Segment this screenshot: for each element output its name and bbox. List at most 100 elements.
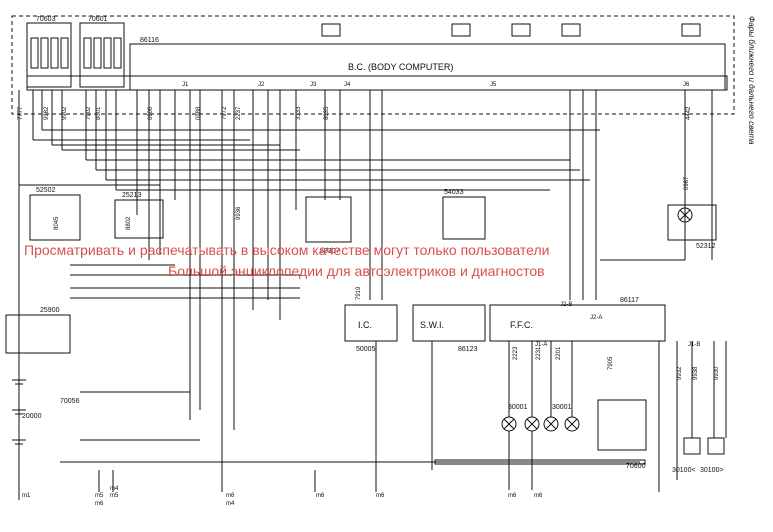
wire-code-16: 7919: [356, 286, 362, 300]
body-computer-code: 86116: [140, 37, 159, 44]
wire-code-12: 0987: [684, 176, 690, 190]
wire-code-11: 4442: [686, 106, 692, 120]
beam-icon-box-2: [451, 23, 471, 37]
wire-code-21: 9932: [677, 366, 683, 380]
horizontal-wires: [19, 129, 685, 463]
ground-7: m6: [316, 493, 325, 499]
fuse-box-70603-label: 70603: [36, 16, 56, 23]
ground-9: m6: [508, 493, 517, 499]
wire-code-1: 9982: [44, 106, 50, 120]
ground-bar: [434, 459, 646, 465]
ground-2: m6: [95, 501, 104, 507]
motor-symbols: [676, 341, 727, 480]
wire-code-5: 8001: [96, 106, 102, 120]
ffc-code: 86117: [620, 297, 639, 304]
dashed-frame: [11, 15, 735, 115]
fuse-70600-box: [597, 399, 647, 451]
wire-code-10: 9936: [236, 206, 242, 220]
lamps-30001-label-1: 30001: [508, 404, 528, 411]
ic-code: 50005: [356, 346, 376, 353]
wire-code-15: 8802: [126, 216, 132, 230]
lamp-symbols: [501, 207, 693, 490]
wire-code-14: 0988: [196, 106, 202, 120]
swi-label: S.W.I.: [420, 320, 444, 330]
component-boxes: [5, 194, 717, 465]
fuse-block-70601: [79, 22, 125, 88]
wire-code-9: 8035: [324, 106, 330, 120]
connector-strip: [26, 75, 728, 91]
wire-code-23: 9930: [714, 366, 720, 380]
wire-code-labels: 7777 9982 8045 9902 7902 8001 7972 2237 3333 8035…: [18, 106, 720, 380]
relay-52502-box: [29, 194, 81, 241]
lamps-30001-label-2: 30001: [552, 404, 572, 411]
wire-code-17: 7905: [608, 356, 614, 370]
side-caption: Фары ближнего и дальнего света: [747, 16, 756, 145]
ic-label: I.C.: [358, 320, 372, 330]
body-computer-box: [129, 43, 726, 91]
beam-icon-box-4: [561, 23, 581, 37]
ground-4: m5: [110, 493, 119, 499]
wire-code-20: 2201: [556, 346, 562, 360]
switch-54033-box: [442, 196, 486, 240]
connector-9: J2-B: [560, 302, 572, 308]
ic-box: [344, 304, 398, 342]
connector-8: J2-A: [590, 315, 602, 321]
wire-code-0: 7777: [18, 106, 24, 120]
switch-52312-box: [667, 204, 717, 241]
wire-code-8: 3333: [296, 106, 302, 120]
ffc-box: [489, 304, 666, 342]
beam-icon-box-5: [681, 23, 701, 37]
connector-6: J1-A: [535, 342, 547, 348]
connector-3: J4: [344, 82, 351, 88]
wire-code-2: 8045: [54, 216, 60, 230]
ground-ticks: [18, 341, 660, 500]
watermark-line-1: Просматривать и распечатывать в высоком …: [24, 242, 549, 258]
watermark-line-2: Большой энциклопедии для автоэлектриков …: [168, 263, 545, 279]
relay-25213-box: [114, 199, 164, 239]
wire-code-4: 7902: [86, 106, 92, 120]
swi-code: 86123: [458, 346, 478, 353]
lamp-switch-label: 25900: [40, 307, 60, 314]
body-computer-label: B.C. (BODY COMPUTER): [348, 62, 453, 72]
connector-2: J3: [310, 82, 317, 88]
connector-0: J1: [182, 82, 189, 88]
motor-label-left: 30100<: [672, 467, 696, 474]
ground-5: m6: [226, 493, 235, 499]
wire-code-13: 0900: [148, 106, 154, 120]
wire-code-19: 2231: [536, 346, 542, 360]
connector-7: J1-B: [688, 342, 700, 348]
motor-label-right: 30100>: [700, 467, 724, 474]
connector-1: J2: [258, 82, 265, 88]
fuse-70600-label: 70600: [626, 463, 646, 470]
connector-5: J6: [683, 82, 690, 88]
ground-0: m1: [22, 493, 31, 499]
wire-code-22: 9938: [693, 366, 699, 380]
wire-code-7: 2237: [236, 106, 242, 120]
fuse-symbols: [30, 37, 122, 69]
switch-52312-label: 52312: [696, 243, 716, 250]
battery-label: 20000: [22, 413, 42, 420]
fuse-block-70603: [26, 22, 72, 88]
relay-52307-label: 52307: [320, 248, 340, 255]
beam-icon-box-1: [321, 23, 341, 37]
connector-4: J5: [490, 82, 497, 88]
wire-code-6: 7972: [222, 106, 228, 120]
ground-3: m4: [110, 486, 119, 492]
beam-icon-box-3: [511, 23, 531, 37]
fuse-box-70601-label: 70601: [88, 16, 108, 23]
relay-52502-label: 52502: [36, 187, 56, 194]
wire-code-18: 2223: [513, 346, 519, 360]
ground-6: m4: [226, 501, 235, 507]
wire-code-3: 9902: [62, 106, 68, 120]
swi-box: [412, 304, 486, 342]
ground-10: m6: [534, 493, 543, 499]
ignition-label: 70056: [60, 398, 80, 405]
switch-54033-label: 54033: [444, 189, 464, 196]
battery-symbol: [12, 379, 26, 445]
ground-8: m6: [376, 493, 385, 499]
ground-1: m5: [95, 493, 104, 499]
